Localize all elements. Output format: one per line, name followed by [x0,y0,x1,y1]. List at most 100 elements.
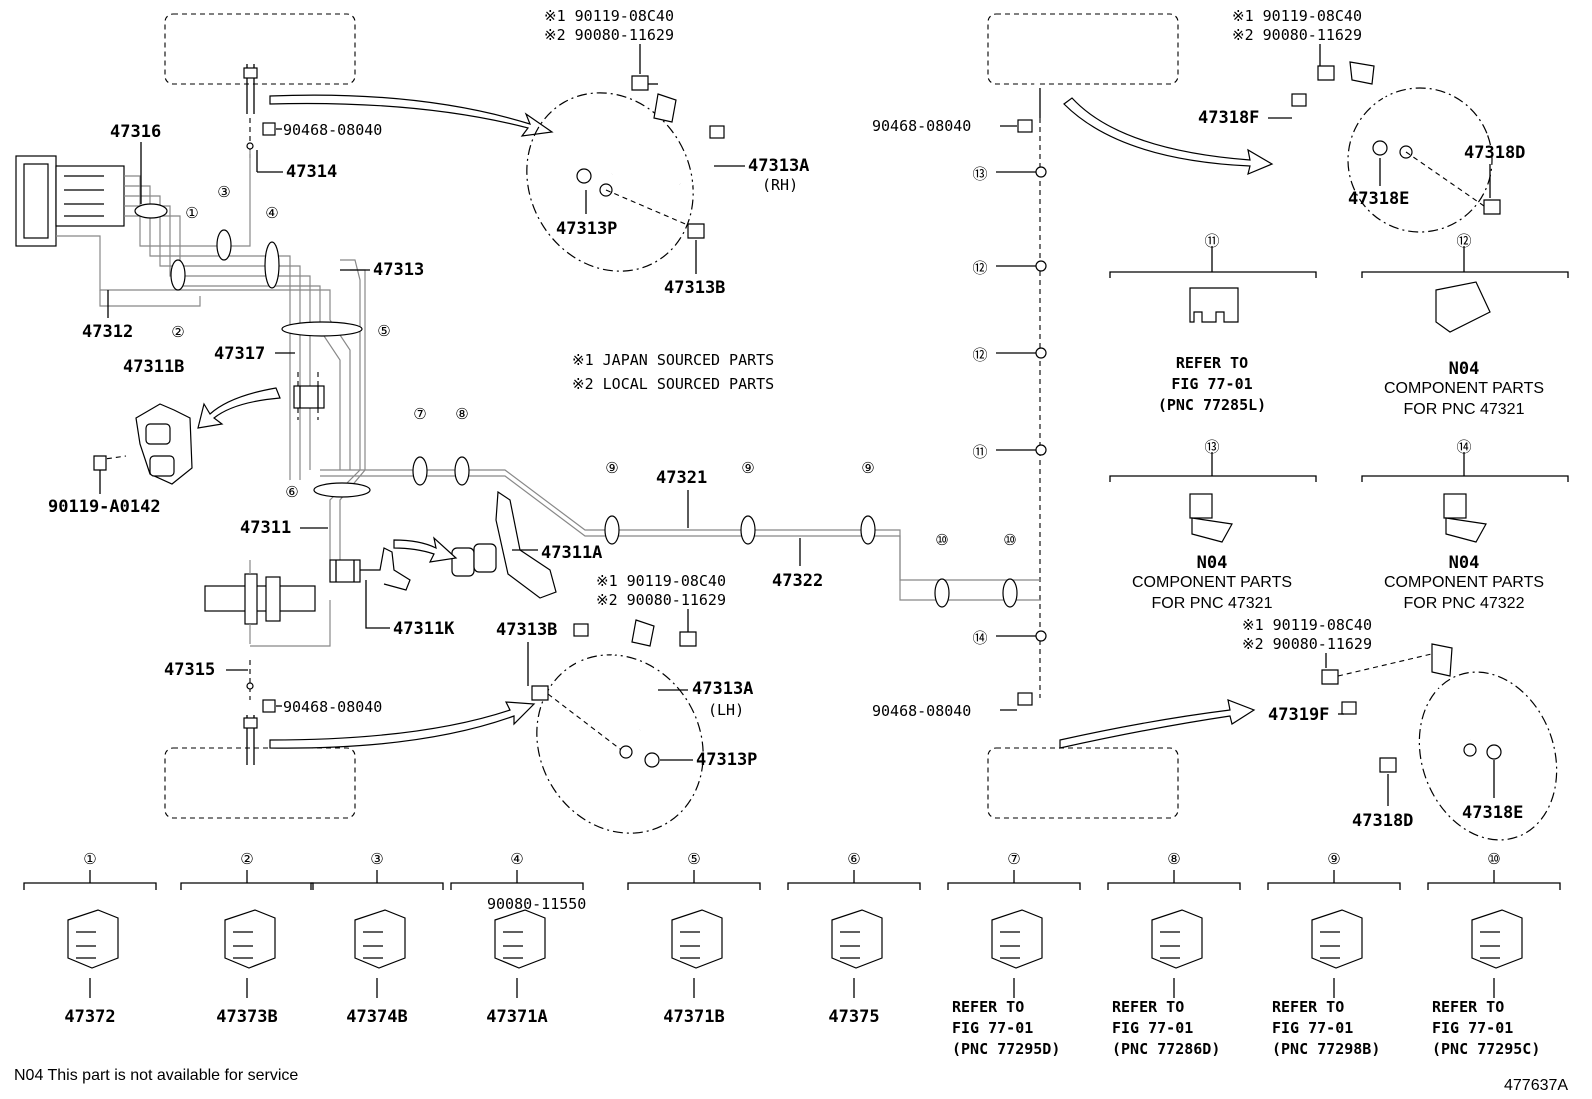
clamp-8-shape [1151,909,1203,969]
clip-7 [412,456,428,486]
right-clamp-14-number: ⑭ [1456,439,1471,456]
clamp-panel-13 [1109,452,1317,543]
clamp-4-part: 47371A [486,1007,547,1027]
clamp-panel-14 [1361,452,1569,543]
right-clamp-14-line: N04 [1449,553,1480,573]
clamp-8-ref-line: REFER TO [1112,998,1184,1016]
clamp-9-ref-line: (PNC 77298B) [1272,1040,1380,1058]
label-47314: 47314 [286,162,337,182]
label-47318d-top: 47318D [1464,143,1525,163]
bolt-note-ml-1: ※1 90119-08C40 [596,572,726,590]
label-90468-bl: 90468-08040 [283,698,382,716]
footer-note: N04 This part is not available for servi… [14,1067,298,1084]
label-90468-tr: 90468-08040 [872,117,971,135]
clamp-5-part: 47371B [663,1007,724,1027]
label-47318f: 47318F [1198,108,1259,128]
clip-5 [281,321,363,337]
label-47313b-top: 47313B [664,278,725,298]
right-clamp-14-line: COMPONENT PARTS [1384,574,1544,591]
clamp-7-ref-line: REFER TO [952,998,1024,1016]
callout-c11: ⑪ [972,444,987,461]
rear-lh-flex-hose [1321,643,1502,773]
clamp-7-number: ⑦ [1007,851,1020,868]
clamp-7-shape [991,909,1043,969]
label-47311b: 47311B [123,357,184,377]
clip-9b [740,515,756,545]
bracket-47311b [93,403,193,485]
label-47318d-bot: 47318D [1352,811,1413,831]
clamp-3-number: ③ [370,851,383,868]
right-clamp-12-line: COMPONENT PARTS [1384,380,1544,397]
callout-c10b: ⑩ [1003,532,1016,549]
callout-c5: ⑤ [377,323,390,340]
callout-c12b: ⑫ [972,347,987,364]
clamp-7-ref-line: (PNC 77295D) [952,1040,1060,1058]
brake-line-bundle [56,150,1030,601]
right-clamp-11-line: REFER TO [1176,354,1248,372]
rear-left-pipe-end [243,600,331,765]
clamp-4-bolt: 90080-11550 [487,895,586,913]
clamp-10-number: ⑩ [1487,851,1500,868]
callout-c9a: ⑨ [605,460,618,477]
callout-c12a: ⑫ [972,260,987,277]
clamp-7-ref-line: FIG 77-01 [952,1019,1033,1037]
clamp-8-ref-line: FIG 77-01 [1112,1019,1193,1037]
label-90468-br: 90468-08040 [872,702,971,720]
clamp-panel-11 [1109,246,1317,323]
clamp-2-number: ② [240,851,253,868]
label-47322: 47322 [772,571,823,591]
clip-1 [134,203,168,219]
clamp-8-ref-line: (PNC 77286D) [1112,1040,1220,1058]
callout-c13: ⑬ [972,166,987,183]
bolt-note-tl-2: ※2 90080-11629 [544,26,674,44]
clamp-4-number: ④ [510,851,523,868]
callout-c2: ② [171,324,184,341]
rear-rh-flex-hose [1291,61,1501,215]
note-local: ※2 LOCAL SOURCED PARTS [572,375,774,393]
clamp-10-ref-line: REFER TO [1432,998,1504,1016]
callout-c1: ① [185,205,198,222]
callout-c10a: ⑩ [935,532,948,549]
clip-10a [934,578,950,608]
clip-4 [264,241,280,289]
right-clamp-12-number: ⑫ [1456,233,1471,250]
label-47313p-bot: 47313P [696,750,757,770]
bracket-47311a [451,490,557,599]
clip-10b [1002,578,1018,608]
arrow-to-47319f [1059,699,1256,749]
clamp-2-shape [224,909,276,969]
clamp-9-shape [1311,909,1363,969]
arrow-to-lh-hose [269,701,536,749]
bolt-note-br-2: ※2 90080-11629 [1242,635,1372,653]
right-clamp-13-line: N04 [1197,553,1228,573]
clamp-9-ref-line: REFER TO [1272,998,1344,1016]
callout-c8: ⑧ [455,406,468,423]
note-japan: ※1 JAPAN SOURCED PARTS [572,351,774,369]
clip-2 [170,259,186,291]
arrow-to-47311a [393,536,458,563]
right-clamp-12-line: FOR PNC 47321 [1404,401,1525,418]
clamp-6-part: 47375 [828,1007,879,1027]
clamp-4-shape [494,909,546,969]
bolt-note-tr-2: ※2 90080-11629 [1232,26,1362,44]
callout-c9c: ⑨ [861,460,874,477]
lh-hose-zone [536,654,704,834]
front-right-zone [987,13,1179,85]
arrow-to-rh-hose [269,94,554,137]
lh-front-flex-hose [531,619,697,768]
clip-8 [454,456,470,486]
master-cylinder [204,547,411,644]
front-left-zone [164,13,356,85]
rh-front-flex-hose [576,75,725,239]
label-lh: (LH) [708,701,744,719]
clamp-9-ref-line: FIG 77-01 [1272,1019,1353,1037]
label-47315: 47315 [164,660,215,680]
callout-c9b: ⑨ [741,460,754,477]
rear-right-zone [987,747,1179,819]
clamp-10-ref-line: FIG 77-01 [1432,1019,1513,1037]
right-clamp-11-number: ⑪ [1204,233,1219,250]
abs-actuator [15,155,125,247]
clamp-3-shape [354,909,406,969]
clip-3 [216,229,232,261]
